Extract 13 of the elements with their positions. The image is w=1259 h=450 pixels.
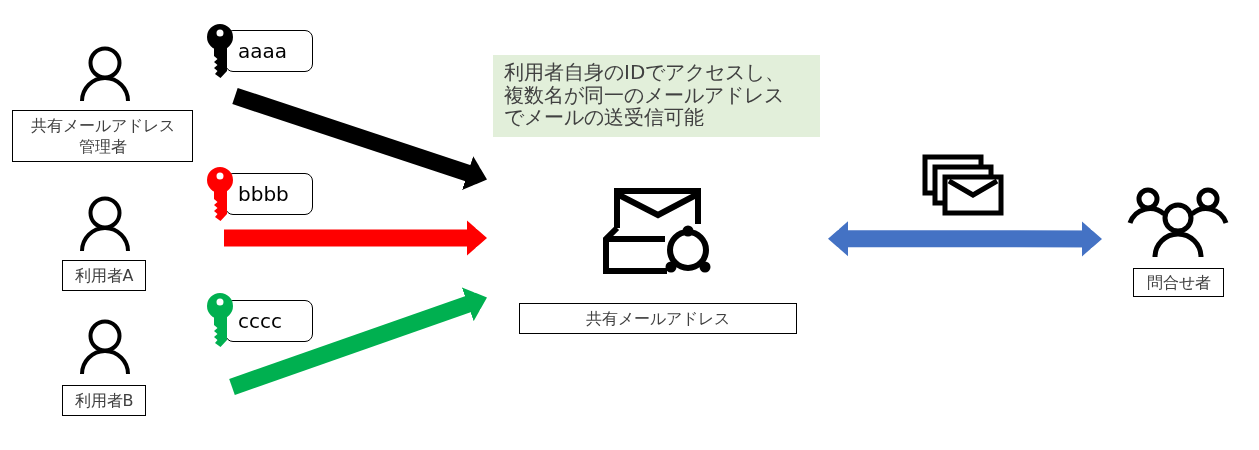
label-box: 共有メールアドレス管理者 xyxy=(12,110,193,162)
label-box: 共有メールアドレス xyxy=(519,303,797,334)
key-label: bbbb xyxy=(225,173,313,215)
label-box: 問合せ者 xyxy=(1133,268,1224,297)
arrow xyxy=(224,220,487,256)
note-box: 利用者自身のIDでアクセスし、複数名が同一のメールアドレスでメールの送受信可能 xyxy=(493,55,820,137)
key-label: aaaa xyxy=(225,30,313,72)
label-box: 利用者B xyxy=(62,385,146,416)
label-box: 利用者A xyxy=(62,260,146,291)
arrow xyxy=(232,87,490,191)
arrow xyxy=(229,287,490,396)
key-label: cccc xyxy=(225,300,313,342)
double-arrow xyxy=(828,220,1102,257)
